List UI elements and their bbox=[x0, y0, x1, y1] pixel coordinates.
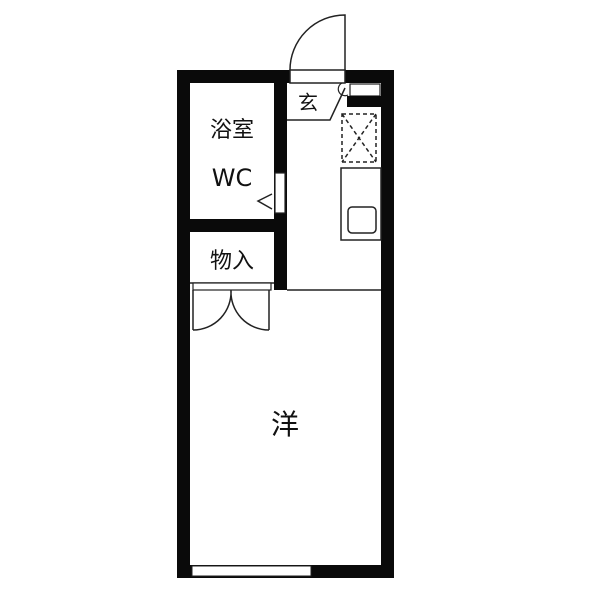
wc-door bbox=[274, 172, 286, 214]
western-room-label: 洋 bbox=[270, 408, 300, 441]
kitchen-counter bbox=[340, 167, 382, 241]
top-right-wall-block bbox=[347, 96, 381, 107]
entrance-label: 玄 bbox=[298, 90, 318, 115]
bath-label: 浴室 bbox=[209, 118, 255, 143]
entrance-step bbox=[287, 87, 346, 121]
fridge-space bbox=[341, 113, 377, 163]
entrance-door-swing bbox=[289, 14, 346, 71]
closet-door-swing bbox=[192, 289, 270, 331]
wc-label: WC bbox=[211, 164, 253, 192]
bath-storage-wall bbox=[190, 219, 287, 232]
bottom-window bbox=[191, 565, 312, 577]
closet-door-frame bbox=[192, 282, 272, 291]
top-right-window bbox=[349, 83, 381, 97]
entrance-small-arc bbox=[337, 82, 349, 97]
entrance-door-opening bbox=[289, 69, 346, 84]
sink-icon bbox=[347, 206, 377, 234]
storage-label: 物入 bbox=[209, 249, 255, 274]
wc-door-marker bbox=[256, 193, 273, 210]
